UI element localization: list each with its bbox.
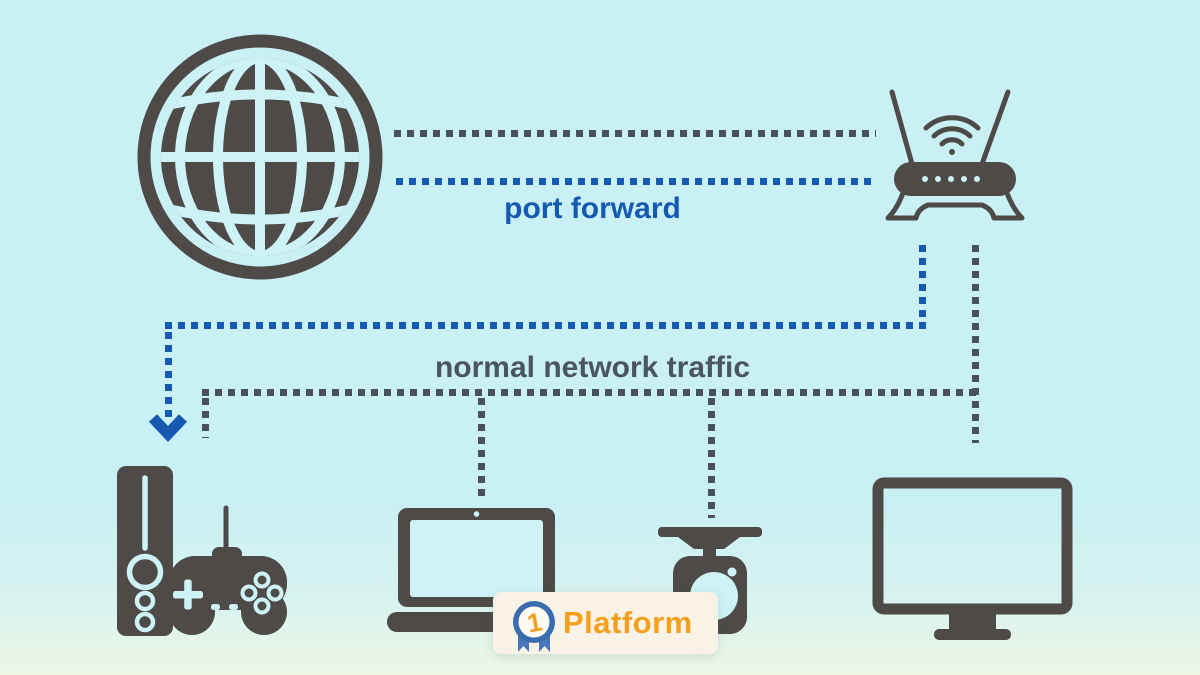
wifi-router-icon xyxy=(885,89,1025,221)
port-forward-arrow-down-icon xyxy=(149,414,187,442)
brand-watermark: 1 Platform xyxy=(493,592,718,654)
internet-globe-icon xyxy=(137,34,383,280)
brand-badge-number: 1 xyxy=(525,606,544,638)
normal-line-internet-router xyxy=(394,130,876,137)
port-forward-line-internet-router xyxy=(396,178,874,185)
port-forward-line-router-down xyxy=(919,245,926,329)
port-forward-line-horizontal xyxy=(165,322,926,329)
gamepad-icon xyxy=(169,505,287,635)
port-forward-label: port forward xyxy=(504,192,681,225)
brand-name: Platform xyxy=(563,605,693,640)
normal-traffic-label: normal network traffic xyxy=(434,351,751,384)
brand-badge-icon: 1 xyxy=(513,601,555,652)
normal-line-to-camera xyxy=(708,398,715,518)
game-console-icon xyxy=(117,466,173,636)
normal-line-router-down xyxy=(972,245,979,443)
port-forward-line-to-console xyxy=(165,332,172,418)
monitor-icon xyxy=(872,477,1073,640)
normal-line-to-laptop xyxy=(478,398,485,498)
normal-line-horizontal xyxy=(202,389,979,396)
normal-line-to-console xyxy=(202,398,209,438)
